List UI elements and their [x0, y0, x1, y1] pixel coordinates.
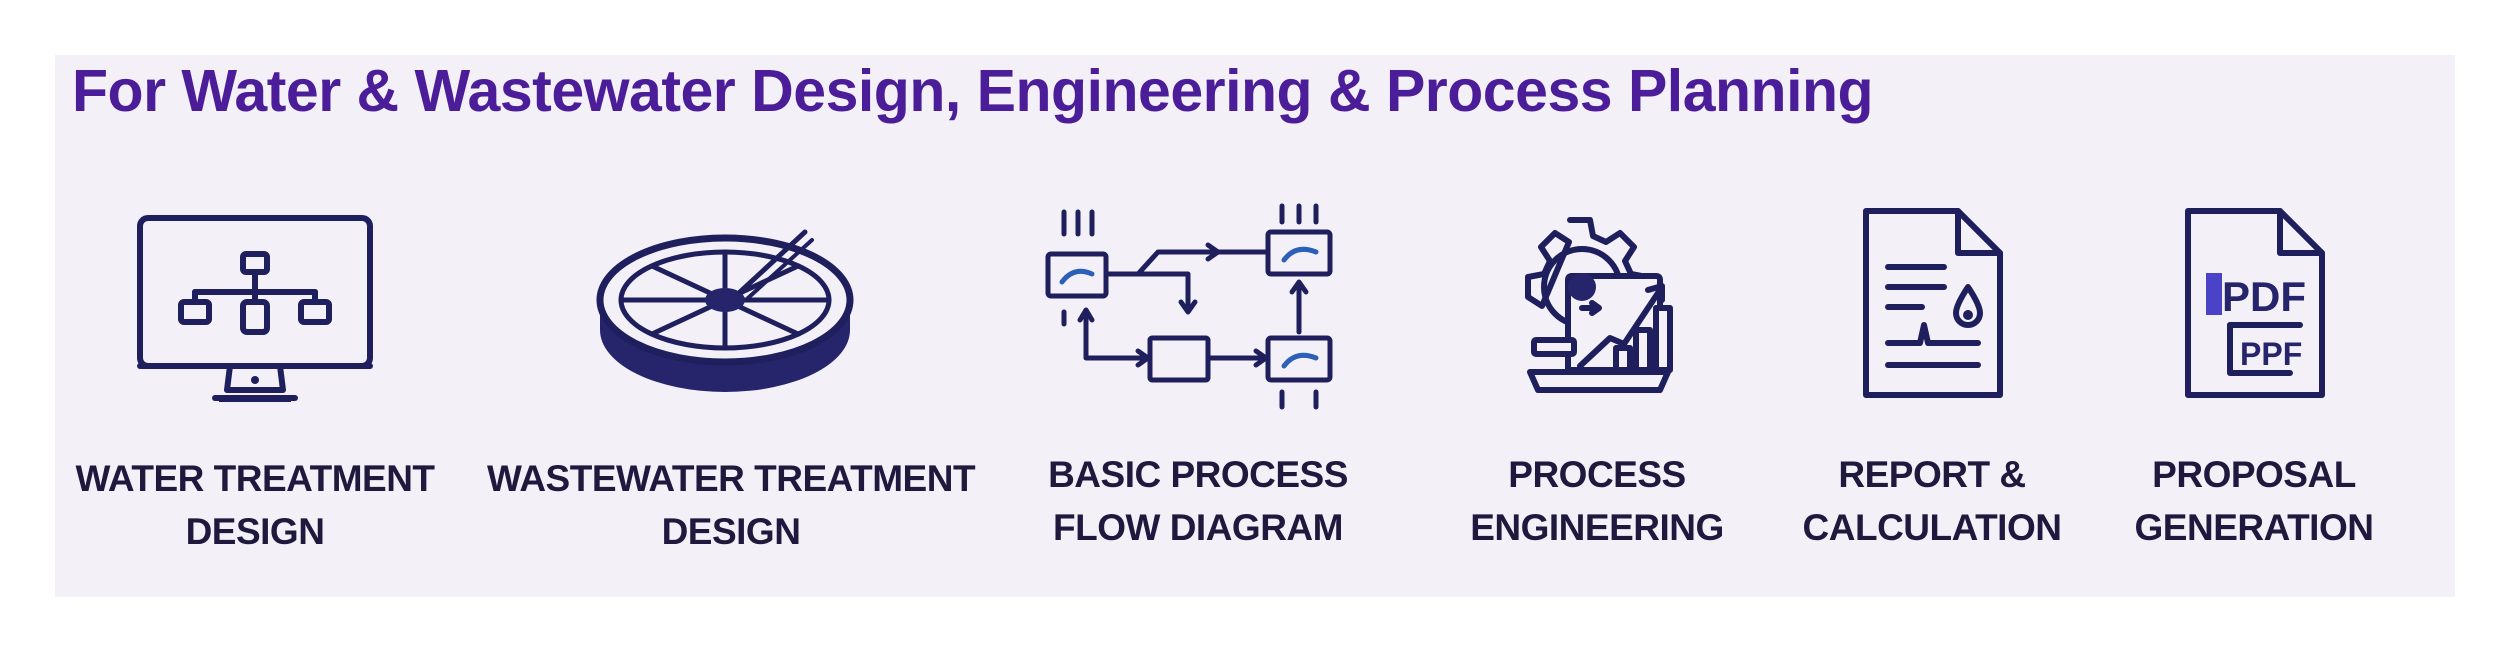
- pdf-label-top: PDF: [2222, 273, 2306, 320]
- monitor-flowchart-icon: [137, 215, 373, 402]
- page-title: For Water & Wastewater Design, Engineeri…: [72, 58, 1874, 124]
- feature-label: WATER TREATMENT DESIGN: [75, 458, 435, 552]
- feature-label: REPORT & CALCULATION: [1802, 454, 2062, 548]
- pdf-document-icon: PDF PPF: [2185, 208, 2325, 398]
- clarifier-tank-icon: [596, 229, 854, 392]
- feature-label: BASIC PROCESS FLOW DIAGRAM: [1048, 454, 1348, 548]
- feature-panel: [55, 55, 2455, 597]
- feature-label: PROCESS ENGINEERING: [1470, 454, 1724, 548]
- feature-label: PROPOSAL GENERATION: [2134, 454, 2374, 548]
- gear-laptop-chart-icon: [1525, 217, 1673, 393]
- feature-label: WASTEWATER TREATMENT DESIGN: [486, 458, 976, 552]
- report-document-icon: [1863, 208, 2003, 398]
- pdf-label-bottom: PPF: [2240, 336, 2302, 372]
- process-flow-diagram-icon: [1045, 203, 1333, 410]
